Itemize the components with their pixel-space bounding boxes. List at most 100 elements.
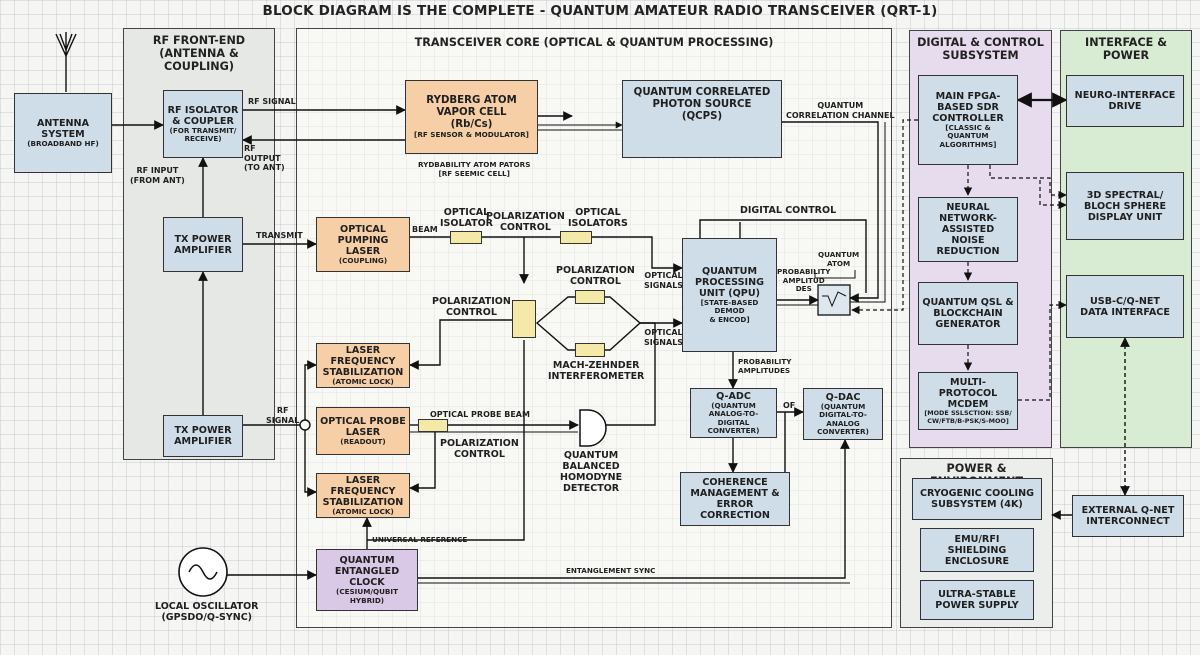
emu-title: EMU/RFI SHIELDING ENCLOSURE [944, 533, 1010, 567]
label-homodyne: QUANTUM BALANCED HOMODYNE DETECTOR [560, 450, 623, 494]
q-dac-sub: (QUANTUM DIGITAL-TO-ANALOG CONVERTER) [817, 401, 869, 436]
q-adc-block: Q-ADC (QUANTUM ANALOG-TO-DIGITAL CONVERT… [690, 388, 777, 438]
wire-pol-lfs [409, 319, 512, 370]
label-rf-signal: RF SIGNAL [248, 97, 296, 106]
label-quantum-atom: QUANTUM ATOM [818, 250, 860, 268]
mzi-isolator [575, 343, 605, 357]
tx-amp-2-title: TX POWER AMPLIFIER [174, 425, 232, 447]
qpu-sub: [STATE-BASED DEMOD & ENCOD] [700, 297, 759, 324]
fpga-controller-block: MAIN FPGA- BASED SDR CONTROLLER [CLASSIC… [918, 75, 1018, 165]
label-rf-signal-2: RF SIGNAL [266, 406, 300, 425]
digital-control-title: DIGITAL & CONTROL SUBSYSTEM [917, 36, 1044, 62]
lfs-1-title: LASER FREQUENCY STABILIZATION [322, 344, 404, 378]
qpu-block: QUANTUM PROCESSING UNIT (QPU) [STATE-BAS… [682, 238, 777, 352]
lfs-2-sub: (ATOMIC LOCK) [332, 506, 394, 516]
antenna-mast [55, 32, 77, 92]
psu-title: ULTRA-STABLE POWER SUPPLY [935, 589, 1019, 611]
polarization-control-waveplate [512, 300, 536, 338]
pump-laser-title: OPTICAL PUMPING LASER [337, 223, 389, 257]
label-rydbability: RYDBABILITY ATOM PATORS [RF SEEMIC CELL] [418, 160, 531, 178]
label-rf-input: RF INPUT (FROM ANT) [130, 166, 185, 185]
cryo-title: CRYOGENIC COOLING SUBSYSTEM (4K) [919, 488, 1034, 510]
lfs-1-sub: (ATOMIC LOCK) [332, 376, 394, 386]
label-polarization-control-bottom: POLARIZATION CONTROL [440, 438, 519, 460]
label-quantum-correlation: QUANTUM CORRELATION CHANNEL [786, 101, 895, 120]
qcps-block: QUANTUM CORRELATED PHOTON SOURCE (QCPS) [622, 80, 782, 158]
label-digital-control: DIGITAL CONTROL [740, 205, 837, 216]
tx-power-amplifier-2: TX POWER AMPLIFIER [163, 415, 243, 457]
fpga-sub: [CLASSIC & QUANTUM ALGORITHMS] [939, 122, 997, 149]
diagram-title: BLOCK DIAGRAM IS THE COMPLETE - QUANTUM … [262, 3, 938, 19]
label-probability-amplitudes-side: PROBABILITY AMPLITUD DES [777, 267, 831, 293]
transceiver-core-title: TRANSCEIVER CORE (OPTICAL & QUANTUM PROC… [414, 36, 774, 49]
q-adc-title: Q-ADC [716, 390, 751, 402]
wire-entanglement-sync [418, 439, 850, 579]
homodyne-symbol [579, 409, 607, 447]
q-adc-sub: (QUANTUM ANALOG-TO-DIGITAL CONVERTER) [707, 400, 760, 435]
usb-title: USB-C/Q-NET DATA INTERFACE [1080, 295, 1170, 318]
multi-protocol-modem-block: MULTI-PROTOCOL MCDEM [MODE SSLSCTION: SS… [918, 372, 1018, 430]
ext-qnet-title: EXTERNAL Q-NET INTERCONNECT [1081, 505, 1175, 527]
antenna-system-sub: (BROADBAND HF) [27, 138, 99, 148]
laser-frequency-stabilization-2: LASER FREQUENCY STABILIZATION (ATOMIC LO… [316, 473, 410, 518]
rf-front-end-title: RF FRONT-END (ANTENNA & COUPLING) [152, 34, 246, 73]
wire-homodyne-qpu [605, 323, 656, 426]
spectral-title: 3D SPECTRAL/ BLOCH SPHERE DISPLAY UNIT [1083, 189, 1167, 223]
probe-laser-title: OPTICAL PROBE LASER [320, 415, 406, 438]
coherence-title: COHERENCE MANAGEMENT & ERROR CORRECTION [690, 477, 780, 521]
clock-sub: (CESIUM/QUBIT HYBRID) [336, 587, 398, 605]
neuro-title: NEURO-INTERFACE DRIVE [1074, 90, 1176, 112]
emu-shielding-block: EMU/RFI SHIELDING ENCLOSURE [920, 528, 1034, 572]
probe-laser-sub: (READOUT) [340, 436, 386, 446]
label-optical-signals-2: OPTICAL SIGNALS [644, 328, 684, 347]
label-optical-signals-1: OPTICAL SIGNALS [644, 271, 684, 290]
label-mach-zehnder: MACH-ZEHNDER INTERFEROMETER [548, 360, 645, 382]
optical-pumping-laser-block: OPTICAL PUMPING LASER (COUPLING) [316, 217, 410, 272]
label-local-oscillator: LOCAL OSCILLATOR (GPSDO/Q-SYNC) [155, 601, 259, 623]
optical-probe-laser-block: OPTICAL PROBE LASER (READOUT) [316, 407, 410, 455]
tx-amp-1-title: TX POWER AMPLIFIER [174, 233, 232, 256]
q-dac-block: Q-DAC (QUANTUM DIGITAL-TO-ANALOG CONVERT… [803, 388, 883, 440]
optical-isolator-1 [450, 231, 482, 244]
modem-title: MULTI-PROTOCOL MCDEM [938, 376, 998, 410]
label-entanglement-sync: ENTANGLEMENT SYNC [566, 566, 656, 575]
spectral-display-block: 3D SPECTRAL/ BLOCH SPHERE DISPLAY UNIT [1066, 172, 1184, 240]
pump-laser-sub: (COUPLING) [338, 255, 388, 265]
tx-power-amplifier-1: TX POWER AMPLIFIER [163, 217, 243, 272]
label-optical-isolators: OPTICAL ISOLATORS [568, 207, 628, 229]
laser-frequency-stabilization-1: LASER FREQUENCY STABILIZATION (ATOMIC LO… [316, 343, 410, 388]
cryogenic-cooling-block: CRYOGENIC COOLING SUBSYSTEM (4K) [912, 478, 1042, 520]
antenna-system-title: ANTENNA SYSTEM [36, 117, 90, 140]
modem-sub: [MODE SSLSCTION: SSB/ CW/FTB/B-PSK/S-MOO… [924, 408, 1012, 425]
neuro-interface-block: NEURO-INTERFACE DRIVE [1066, 75, 1184, 127]
rydberg-title: RYDBERG ATOM VAPOR CELL (Rb/Cs) [426, 94, 517, 130]
power-supply-block: ULTRA-STABLE POWER SUPPLY [920, 580, 1034, 620]
label-universal-reference: UNIVERSAL REFERENCE [372, 535, 468, 544]
wire-correlation [782, 121, 879, 303]
label-optical-isolator: OPTICAL ISOLATOR [440, 207, 493, 229]
polarization-control-top [575, 290, 605, 304]
label-of: OF [783, 401, 796, 410]
quantum-entangled-clock-block: QUANTUM ENTANGLED CLOCK (CESIUM/QUBIT HY… [316, 549, 418, 611]
qsl-title: QUANTUM QSL & BLOCKCHAIN GENERATOR [922, 297, 1014, 330]
neural-title: NEURAL NETWORK- ASSISTED NOISE REDUCTION [936, 202, 1000, 257]
rf-isolator-block: RF ISOLATOR & COUPLER (FOR TRANSMIT/ REC… [163, 90, 243, 158]
optical-isolator-2 [560, 231, 592, 244]
clock-title: QUANTUM ENTANGLED CLOCK [334, 555, 400, 588]
fpga-title: MAIN FPGA- BASED SDR CONTROLLER [932, 90, 1004, 124]
qcps-title: QUANTUM CORRELATED PHOTON SOURCE (QCPS) [633, 87, 771, 122]
lfs-2-title: LASER FREQUENCY STABILIZATION [322, 474, 404, 508]
neural-noise-reduction-block: NEURAL NETWORK- ASSISTED NOISE REDUCTION [918, 197, 1018, 262]
quantum-qsl-block: QUANTUM QSL & BLOCKCHAIN GENERATOR [918, 282, 1018, 345]
label-polarization-control-top: POLARIZATION CONTROL [486, 211, 565, 233]
usb-qnet-block: USB-C/Q-NET DATA INTERFACE [1066, 275, 1184, 338]
interface-power-title: INTERFACE & POWER [1085, 36, 1167, 62]
transceiver-core-panel: TRANSCEIVER CORE (OPTICAL & QUANTUM PROC… [296, 28, 892, 628]
rf-isolator-sub: (FOR TRANSMIT/ RECEIVE) [169, 125, 237, 143]
label-transmit: TRANSMIT [256, 231, 303, 240]
rydberg-sub: [RF SENSOR & MODULATOR] [414, 129, 529, 139]
label-beam: BEAM [412, 225, 438, 234]
label-optical-probe-beam: OPTICAL PROBE BEAM [430, 410, 530, 419]
coherence-management-block: COHERENCE MANAGEMENT & ERROR CORRECTION [680, 472, 790, 526]
label-probability-amplitudes: PROBABILITY AMPLITUDES [738, 357, 792, 375]
